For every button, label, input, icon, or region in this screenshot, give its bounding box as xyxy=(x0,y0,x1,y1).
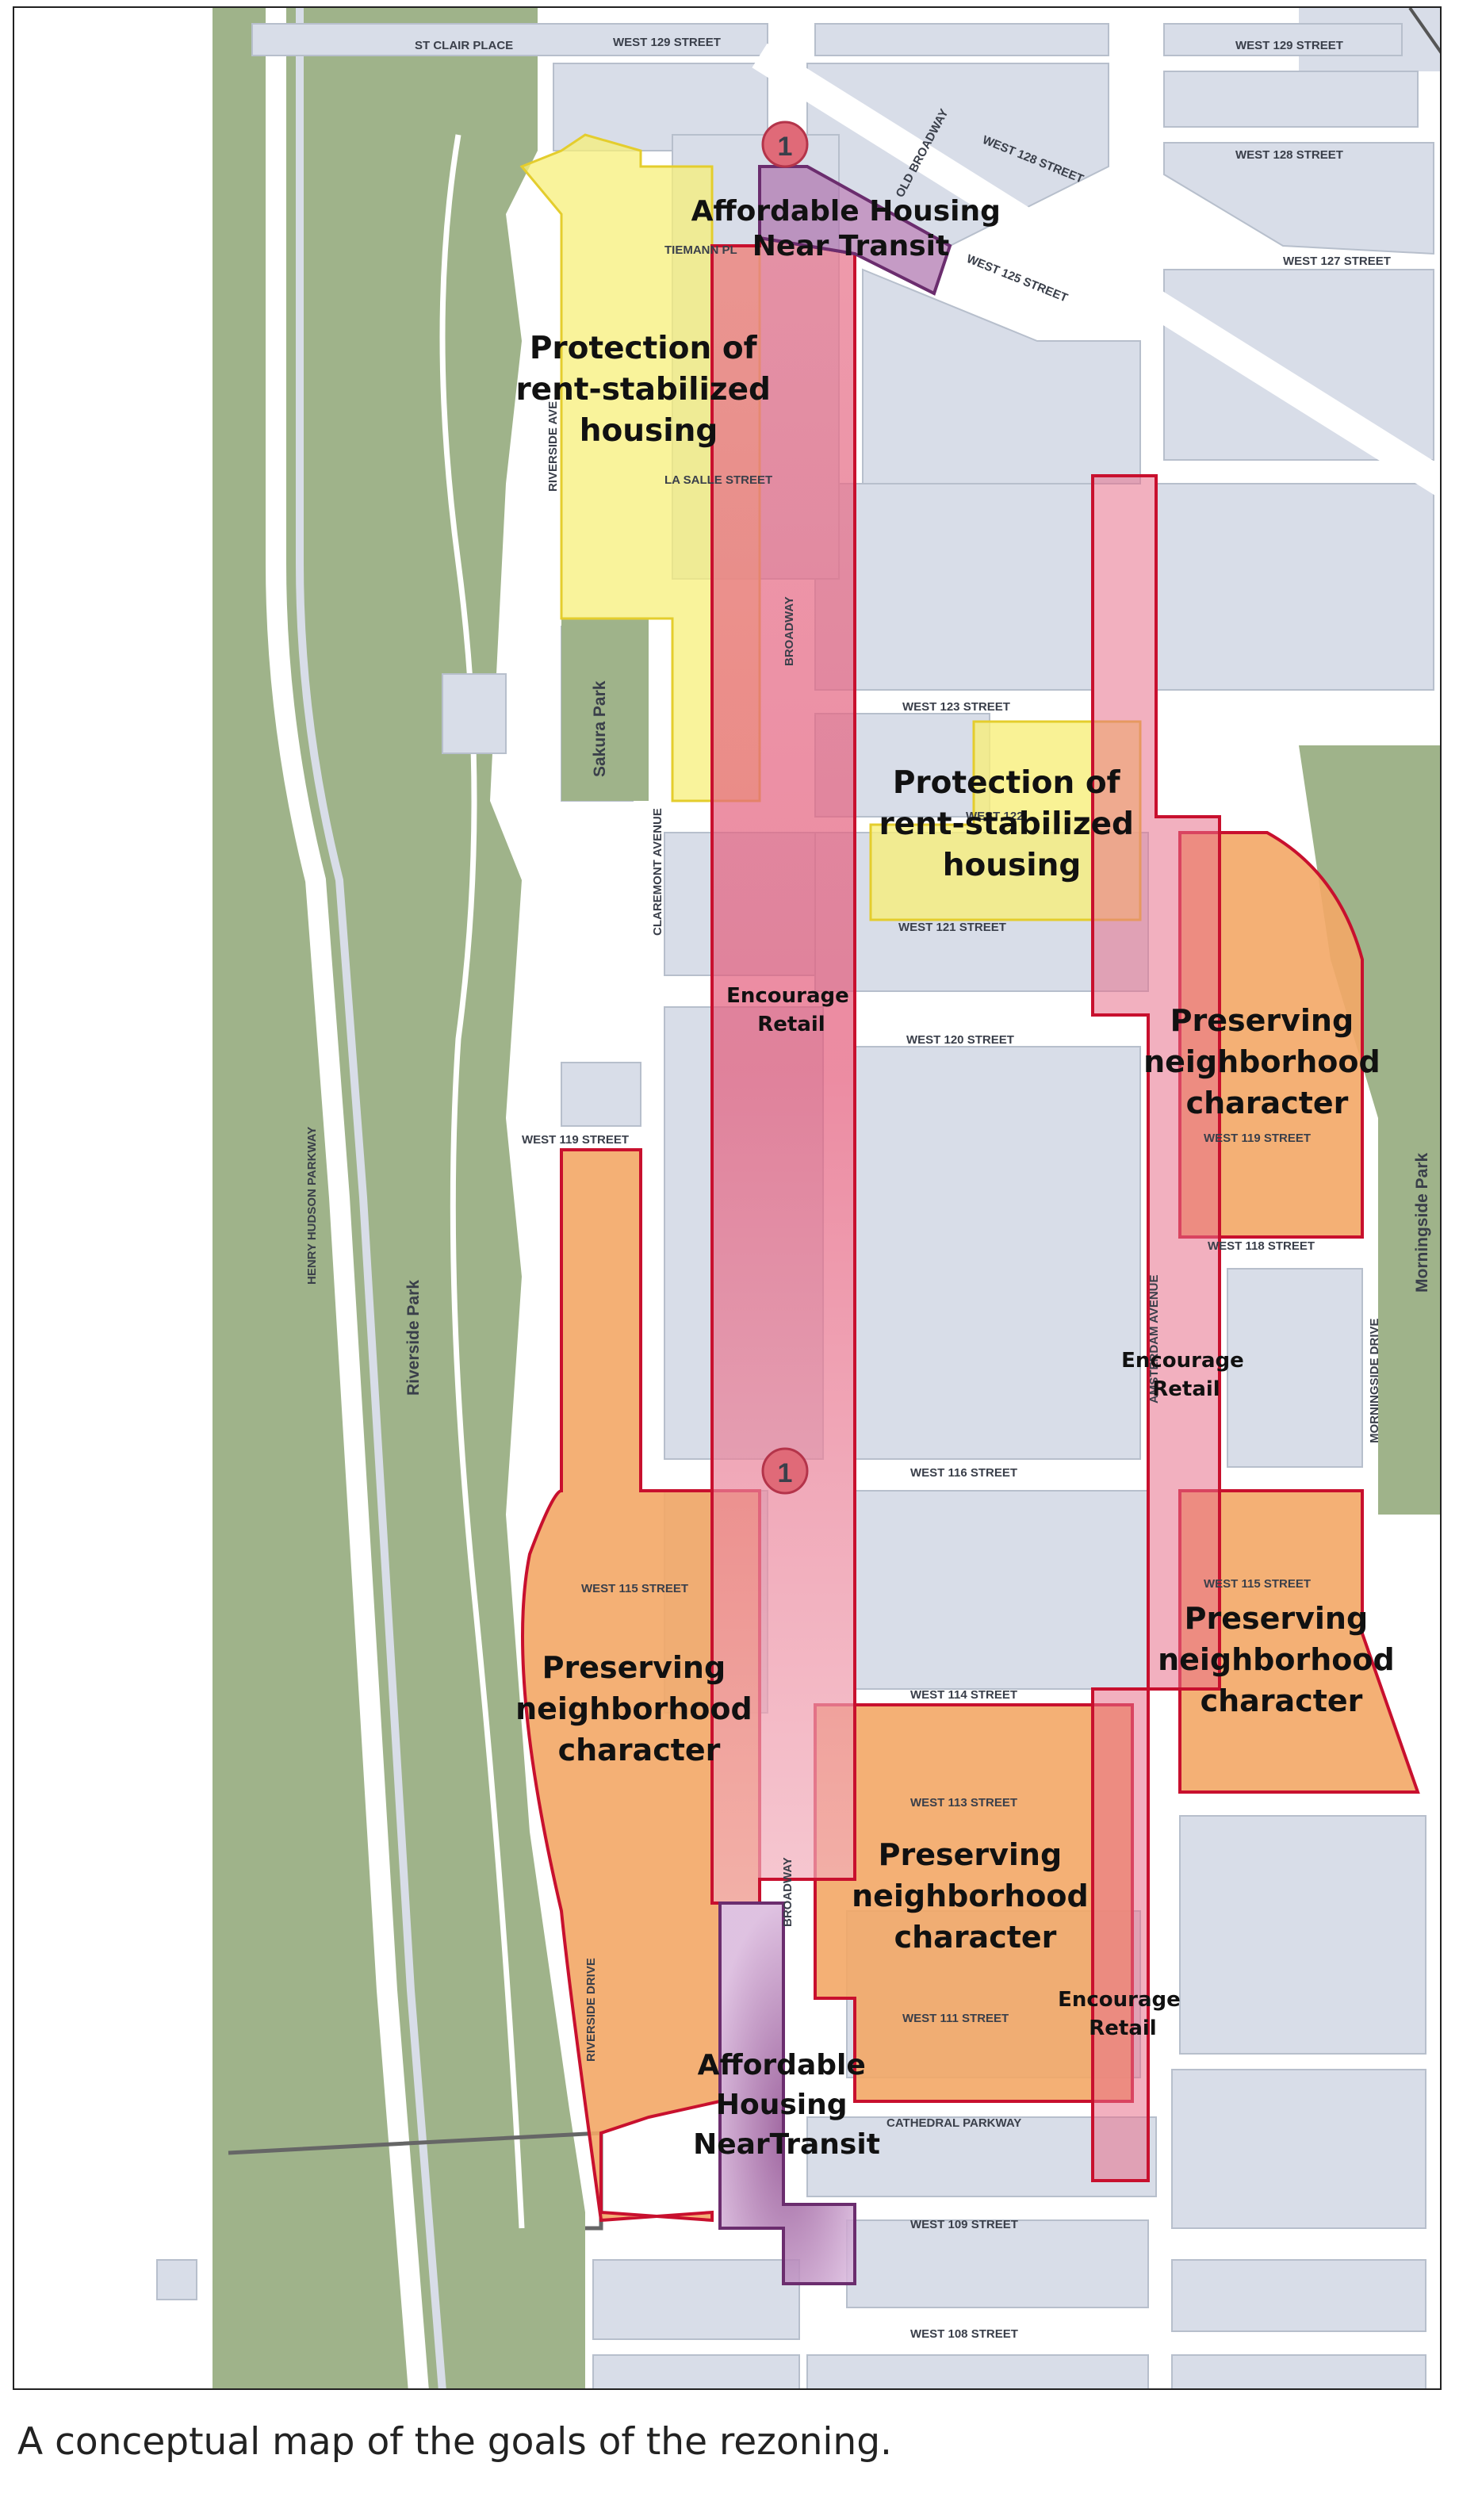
street-label: WEST 114 STREET xyxy=(910,1688,1017,1702)
street-label: WEST 129 STREET xyxy=(613,36,721,49)
rezoning-map: 1 1 ST CLAIR PLACE WEST 129 STREET WEST … xyxy=(14,8,1440,2388)
affordable-area-top xyxy=(758,165,952,296)
goal-label-preserving-s: Preserving neighborhood character xyxy=(852,1837,1099,1955)
map-frame: 1 1 ST CLAIR PLACE WEST 129 STREET WEST … xyxy=(13,6,1442,2390)
goal-label-retail-broadway: Encourage Retail xyxy=(726,984,856,1036)
goal-label-affordable-top: Affordable Housing Near Transit xyxy=(691,195,1011,262)
goal-label-preserving-ne: Preserving neighborhood character xyxy=(1143,1003,1391,1120)
subway-station-south[interactable] xyxy=(761,1447,809,1495)
street-label: WEST 115 STREET xyxy=(581,1582,688,1595)
street-label: WEST 116 STREET xyxy=(910,1466,1017,1480)
affordable-area-bottom xyxy=(718,1901,856,2285)
street-label: AMSTERDAM AVENUE xyxy=(1147,1274,1161,1404)
goal-label-protection-top: Protection of rent-stabilized housing xyxy=(515,331,781,449)
street-label: RIVERSIDE DRIVE xyxy=(584,1958,598,2062)
street-label: WEST 122 xyxy=(966,810,1024,823)
goal-label-affordable-bottom: Affordable Housing NearTransit xyxy=(693,2049,880,2161)
park-label-morningside: Morningside Park xyxy=(1413,1152,1431,1293)
map-caption: A conceptual map of the goals of the rez… xyxy=(17,2420,892,2464)
street-label: WEST 119 STREET xyxy=(522,1133,629,1147)
street-label: MORNINGSIDE DRIVE xyxy=(1368,1318,1381,1443)
preserving-area-w xyxy=(521,1148,761,2223)
preserving-area-ne xyxy=(1178,831,1364,1239)
subway-station-south-label: 1 xyxy=(778,1458,793,1488)
street-label: ST CLAIR PLACE xyxy=(415,39,513,52)
goal-label-preserving-e: Preserving neighborhood character xyxy=(1158,1601,1405,1718)
subway-station-north[interactable] xyxy=(761,121,809,168)
street-label: WEST 109 STREET xyxy=(910,2218,1018,2231)
street-label: BROADWAY xyxy=(783,596,796,666)
street-label: WEST 128 STREET xyxy=(1235,148,1343,162)
street-label: CATHEDRAL PARKWAY xyxy=(887,2116,1021,2130)
street-label: WEST 129 STREET xyxy=(1235,39,1343,52)
street-label: RIVERSIDE AVE xyxy=(546,401,560,492)
street-label: CLAREMONT AVENUE xyxy=(651,808,664,936)
street-label: TIEMANN PL xyxy=(664,243,737,257)
street-label: WEST 123 STREET xyxy=(902,700,1010,714)
street-label: HENRY HUDSON PARKWAY xyxy=(305,1127,319,1285)
street-label: WEST 121 STREET xyxy=(898,921,1006,934)
goal-label-retail-amsterdam-mid: Encourage Retail xyxy=(1121,1349,1251,1401)
goal-label-protection-mid: Protection of rent-stabilized housing xyxy=(879,765,1144,883)
street-label: WEST 115 STREET xyxy=(1204,1577,1311,1591)
park-label-sakura: Sakura Park xyxy=(591,680,609,777)
subway-station-north-label: 1 xyxy=(778,132,793,162)
street-label: WEST 113 STREET xyxy=(910,1796,1017,1810)
park-label-riverside: Riverside Park xyxy=(404,1280,423,1396)
street-label: WEST 120 STREET xyxy=(906,1033,1014,1047)
goal-label-preserving-w: Preserving neighborhood character xyxy=(515,1650,763,1767)
street-label: WEST 108 STREET xyxy=(910,2327,1018,2341)
henry-hudson-road xyxy=(266,8,429,2388)
street-label: WEST 127 STREET xyxy=(1283,255,1391,268)
sakura-park-area xyxy=(561,619,649,801)
goal-label-retail-amsterdam-low: Encourage Retail xyxy=(1058,1988,1188,2040)
preserving-area-e xyxy=(1178,1489,1420,1794)
street-label: WEST 119 STREET xyxy=(1204,1132,1311,1145)
retail-corridor-amsterdam xyxy=(1091,474,1221,2182)
street-label: WEST 118 STREET xyxy=(1208,1239,1315,1253)
street-label: WEST 111 STREET xyxy=(902,2012,1009,2025)
street-label: BROADWAY xyxy=(781,1857,795,1927)
street-label: LA SALLE STREET xyxy=(664,473,772,487)
